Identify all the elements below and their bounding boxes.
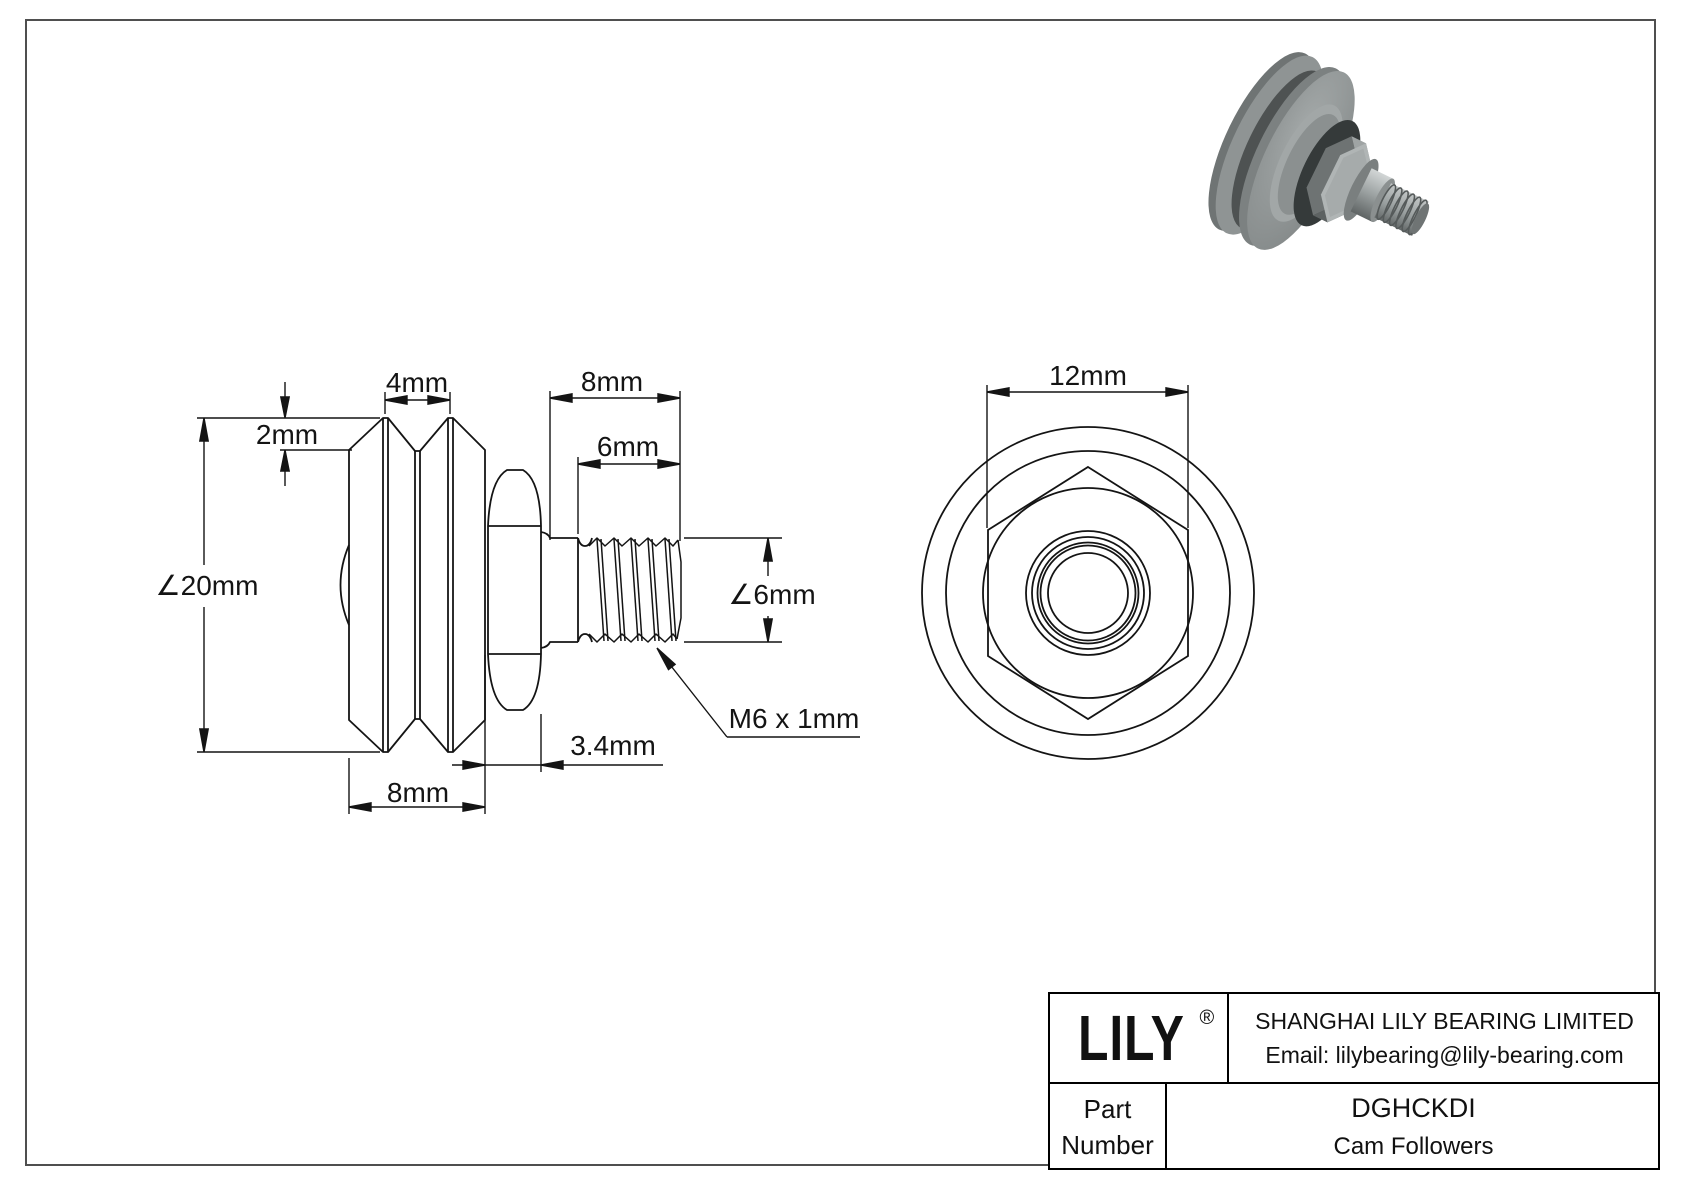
inner-ring-arc	[339, 544, 350, 626]
thread-ridges	[1376, 184, 1428, 236]
dim-wheel-dia: ∠20mm	[156, 570, 259, 601]
company-name: SHANGHAI LILY BEARING LIMITED	[1255, 1007, 1634, 1034]
dim-thread-spec: M6 x 1mm	[729, 703, 860, 734]
stud-tip	[1411, 203, 1430, 235]
side-view	[339, 417, 682, 753]
front-view	[921, 426, 1255, 760]
title-block: LILY ® SHANGHAI LILY BEARING LIMITED Ema…	[1048, 992, 1660, 1170]
company-cell: SHANGHAI LILY BEARING LIMITED Email: lil…	[1229, 994, 1660, 1082]
part-category: Cam Followers	[1333, 1133, 1494, 1160]
dim-stud-dia: ∠6mm	[728, 579, 815, 610]
dim-thread-length: 6mm	[597, 431, 659, 462]
dim-hex-thickness: 3.4mm	[570, 730, 656, 761]
title-block-divider-v2	[1165, 1082, 1167, 1170]
hex-nut-front	[987, 465, 1189, 721]
flange-circle	[945, 450, 1231, 736]
wheel-profile	[348, 417, 486, 753]
dim-wheel-width: 8mm	[387, 777, 449, 808]
part-label-line1: Part	[1083, 1093, 1132, 1124]
company-email: Email: lilybearing@lily-bearing.com	[1265, 1041, 1624, 1068]
hex-chamfer-circle	[982, 487, 1194, 699]
thread-bore-circle	[1047, 552, 1129, 634]
dimension-labels: 4mm 8mm 6mm 2mm ∠20mm ∠6mm M6 x 1mm 3.4m…	[156, 360, 1127, 808]
thread-profile	[588, 537, 682, 643]
page-border	[25, 19, 1656, 1166]
dim-stud-length: 8mm	[581, 366, 643, 397]
wheel-outer-circle	[921, 426, 1255, 760]
title-block-divider-h	[1050, 1082, 1658, 1084]
part-label-line2: Number	[1061, 1129, 1154, 1160]
logo-cell: LILY ®	[1050, 994, 1227, 1082]
title-block-divider-v1	[1227, 994, 1229, 1084]
isometric-view	[1208, 52, 1430, 250]
part-number: DGHCKDI	[1351, 1093, 1476, 1123]
dimension-lines	[197, 382, 1189, 814]
dim-groove-width: 4mm	[386, 367, 448, 398]
hex-nut-side	[487, 469, 542, 711]
part-number-label-cell: Part Number	[1050, 1084, 1165, 1170]
part-number-cell: DGHCKDI Cam Followers	[1167, 1084, 1660, 1170]
dim-hex-flats: 12mm	[1049, 360, 1127, 391]
registered-mark: ®	[1199, 1007, 1215, 1029]
lily-logo: LILY	[1077, 1002, 1185, 1074]
dim-flange-depth: 2mm	[256, 419, 318, 450]
